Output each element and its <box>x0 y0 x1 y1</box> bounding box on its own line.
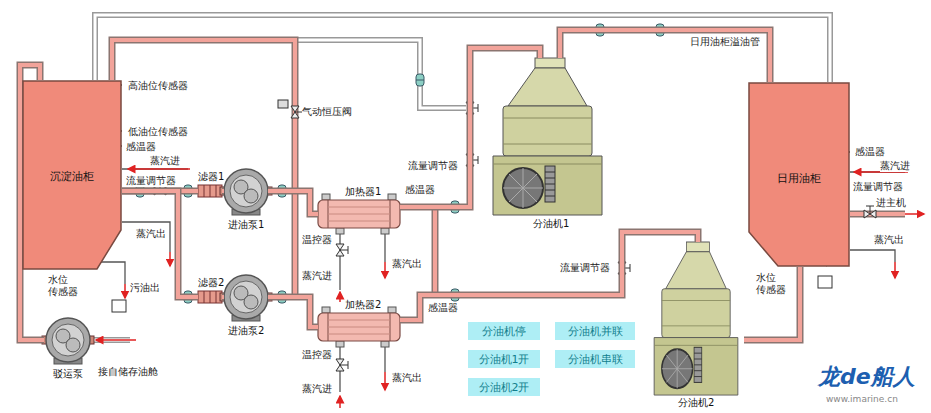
gray-pipes <box>92 40 466 340</box>
separator: 分油机2 <box>648 242 744 395</box>
control-button: 分油机串联 <box>555 350 635 368</box>
watermark-url: www.imarine.cn <box>826 394 898 405</box>
node-label: 分油机1 <box>533 218 569 230</box>
tank-sensors <box>26 85 850 268</box>
heater: 加热器1 <box>318 200 400 228</box>
button-text: 分油机停 <box>482 325 526 338</box>
outlet-label: 污油出 <box>130 282 160 294</box>
controller-label: 温控器 <box>302 234 332 246</box>
sensor-label: 水位 传感器 <box>756 272 787 296</box>
node-label: 加热器1 <box>345 186 381 198</box>
control-button: 分油机并联 <box>555 322 635 340</box>
valve-label: 流量调节器 <box>408 160 458 172</box>
steam-label: 蒸汽出 <box>136 228 166 240</box>
steam-label: 蒸汽出 <box>874 234 904 246</box>
heater: 加热器2 <box>318 313 400 341</box>
pipe-connector <box>268 297 318 327</box>
node-label: 加热器2 <box>345 299 381 311</box>
steam-label: 蒸汽出 <box>392 258 422 270</box>
filter: 滤器1 <box>198 185 222 197</box>
filter: 滤器2 <box>198 291 222 303</box>
node-label: 沉淀油柜 <box>22 170 122 183</box>
pipe-connector <box>222 297 224 298</box>
button-text: 分油机串联 <box>568 353 623 366</box>
sensor-label: 感温器 <box>126 141 156 153</box>
pipe-connector <box>400 48 540 207</box>
sensor-label: 高油位传感器 <box>128 80 188 92</box>
sensor-label: 水位 传感器 <box>48 274 79 298</box>
sensor-label: 低油位传感器 <box>128 126 188 138</box>
pipe-connector <box>222 191 224 192</box>
feed-pump: 进油泵2 <box>224 275 268 319</box>
sensor-label: 感温器 <box>405 184 435 196</box>
daily-tank: 日用油柜 <box>748 82 850 267</box>
outlet-label: 进主机 <box>876 197 906 209</box>
valve-label: 流量调节器 <box>126 175 176 187</box>
node-label: 滤器2 <box>198 277 224 289</box>
valve-label: 流量调节器 <box>560 262 610 274</box>
watermark: 龙de船人 <box>818 364 915 390</box>
node-label: 进油泵2 <box>228 325 264 337</box>
controller-label: 温控器 <box>302 349 332 361</box>
separators <box>493 58 738 395</box>
control-button: 分油机1开 <box>468 350 540 368</box>
valve-label: 流量调节器 <box>853 181 903 193</box>
valve-label: 气动恒压阀 <box>302 106 352 118</box>
steam-label: 蒸汽进 <box>302 383 332 395</box>
pipe-connector <box>400 232 698 320</box>
pipe-connector <box>268 191 318 214</box>
steam-label: 蒸汽进 <box>880 160 910 172</box>
steam-label: 蒸汽出 <box>392 372 422 384</box>
node-label: 驳运泵 <box>53 368 83 380</box>
node-label: 进油泵1 <box>228 219 264 231</box>
flow-meters <box>136 24 664 303</box>
inlet-label: 接自储存油舱 <box>98 366 158 378</box>
steam-label: 蒸汽进 <box>302 270 332 282</box>
settling-tank: 沉淀油柜 <box>22 80 122 270</box>
node-label: 分油机2 <box>678 397 714 409</box>
steam-label: 蒸汽进 <box>150 155 180 167</box>
button-text: 分油机1开 <box>479 353 530 366</box>
node-label: 日用油柜 <box>748 172 850 185</box>
sensor-label: 感温器 <box>428 302 458 314</box>
button-text: 分油机并联 <box>568 325 623 338</box>
pipe-connector <box>95 15 830 82</box>
pipe-connector <box>560 30 770 82</box>
control-button: 分油机2开 <box>468 378 540 396</box>
pipe-label: 日用油柜溢油管 <box>690 36 760 48</box>
oil-pipes <box>112 40 905 297</box>
button-text: 分油机2开 <box>479 381 530 394</box>
separator: 分油机1 <box>485 58 610 215</box>
pipe-connector <box>122 191 198 297</box>
control-button: 分油机停 <box>468 322 540 340</box>
node-label: 滤器1 <box>198 171 224 183</box>
transfer-pump: 驳运泵 <box>44 316 92 364</box>
sensor-label: 感温器 <box>855 146 885 158</box>
feed-pump: 进油泵1 <box>224 169 268 213</box>
pipe-connector <box>744 267 800 340</box>
